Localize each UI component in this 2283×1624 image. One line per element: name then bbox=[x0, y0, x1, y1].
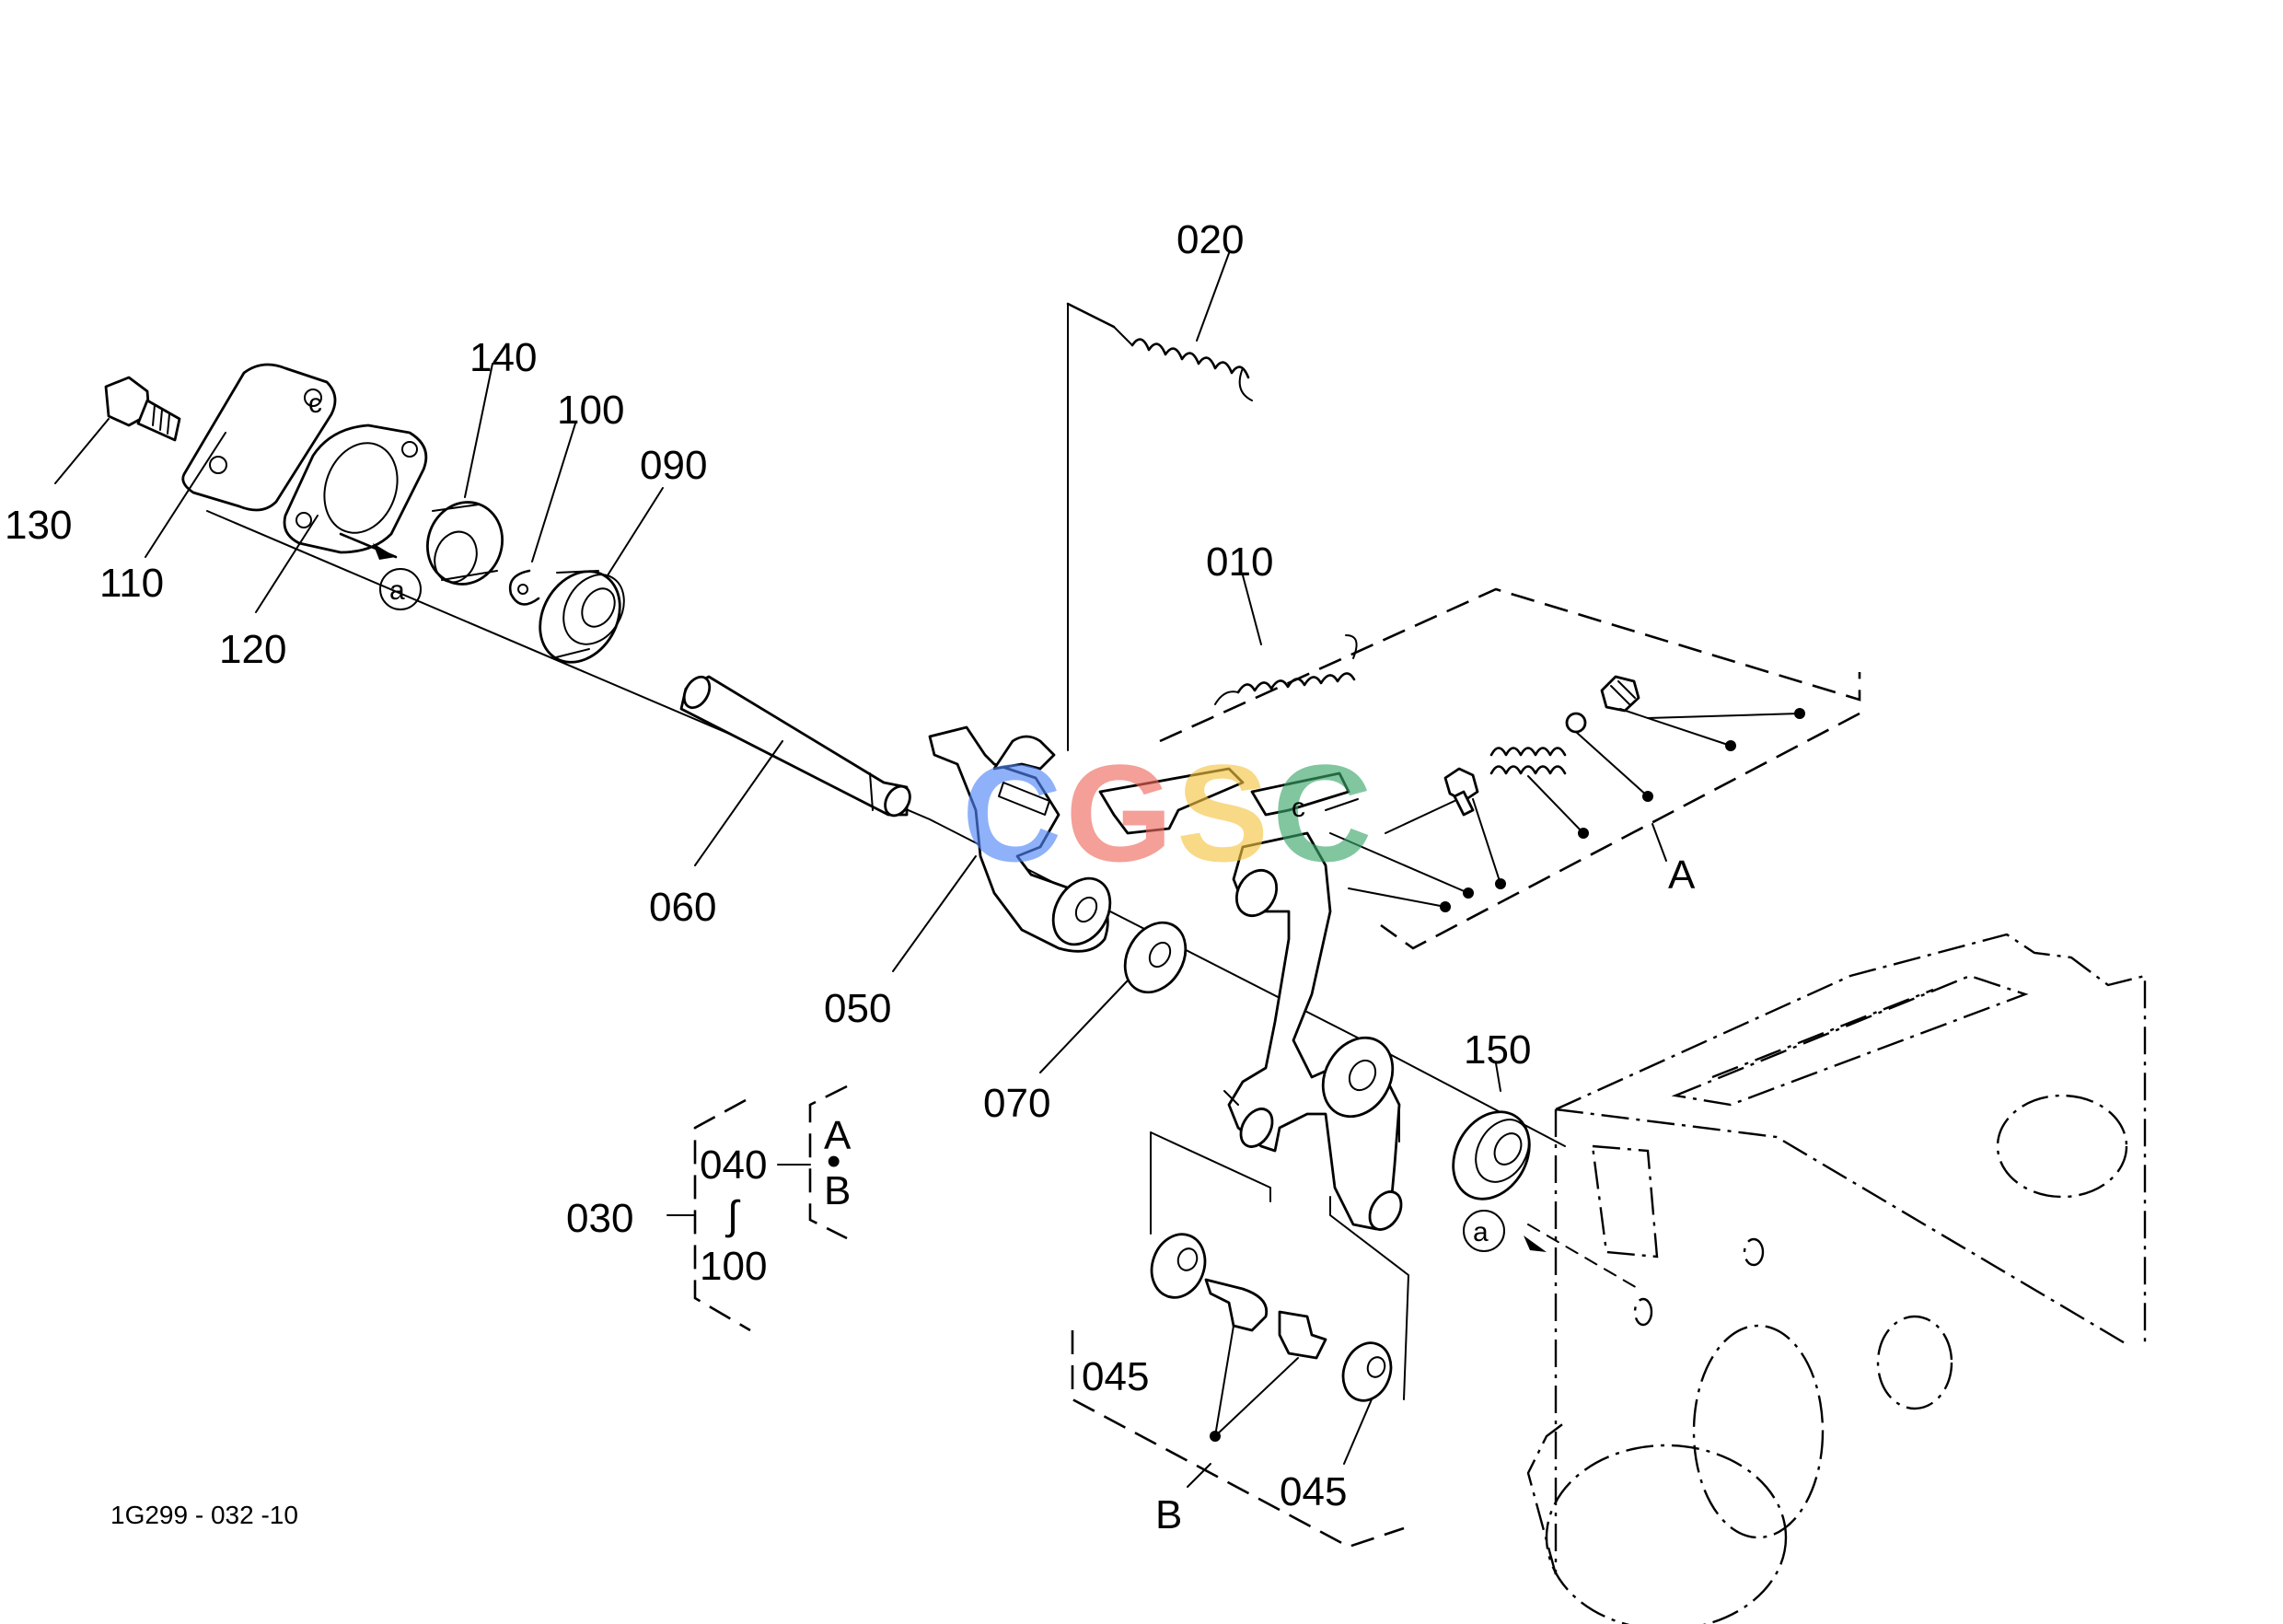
callout-130: 130 bbox=[5, 503, 72, 548]
callout-120: 120 bbox=[219, 627, 286, 672]
callout-labels: 020 140 100 090 130 110 120 010 060 050 … bbox=[5, 217, 1696, 1537]
oil-seal-140 bbox=[425, 501, 504, 586]
watermark-letter: C bbox=[962, 736, 1065, 890]
callout-090: 090 bbox=[640, 443, 707, 488]
lever-050 bbox=[928, 725, 1112, 953]
callout-060: 060 bbox=[649, 885, 716, 930]
range-bracket bbox=[666, 1085, 848, 1332]
range-separator: • bbox=[827, 1139, 840, 1184]
washer-070 bbox=[1123, 921, 1188, 994]
reference-mark-a-upper: a bbox=[379, 568, 422, 610]
bolt-130 bbox=[104, 376, 181, 442]
watermark-logo: CGSC bbox=[962, 736, 1375, 890]
part-mark-c-bracket: c bbox=[1292, 793, 1305, 823]
callout-100-range: 100 bbox=[700, 1244, 767, 1289]
callout-045-right: 045 bbox=[1280, 1469, 1347, 1514]
group-b-boundary bbox=[1067, 303, 1409, 1549]
circlip-100 bbox=[508, 569, 540, 606]
bearing-090 bbox=[539, 570, 625, 664]
callout-100: 100 bbox=[557, 388, 624, 433]
shaft-060 bbox=[679, 675, 911, 818]
watermark-letter: G bbox=[1065, 736, 1176, 890]
callout-110: 110 bbox=[99, 561, 164, 606]
assembly-axis bbox=[206, 510, 1640, 1290]
callout-050: 050 bbox=[824, 986, 891, 1031]
range-tilde: ∫ bbox=[724, 1193, 741, 1238]
group-b-parts bbox=[1150, 1233, 1393, 1402]
range-label-a: A bbox=[824, 1113, 852, 1158]
engine-block bbox=[1526, 933, 2147, 1624]
reference-mark-a-lower-text: a bbox=[1473, 1217, 1489, 1247]
group-a-boundary bbox=[1159, 587, 1861, 950]
part-mark-c-cover: c bbox=[308, 389, 322, 419]
callout-030: 030 bbox=[566, 1196, 633, 1241]
watermark-text: CGSC bbox=[962, 736, 1375, 890]
callout-020: 020 bbox=[1176, 217, 1244, 262]
callout-140: 140 bbox=[469, 335, 537, 380]
spring-020 bbox=[1066, 302, 1253, 401]
callout-150: 150 bbox=[1464, 1027, 1531, 1073]
reference-mark-a-upper-text: a bbox=[389, 575, 405, 606]
watermark-letter: C bbox=[1272, 736, 1375, 890]
group-label-b: B bbox=[1155, 1492, 1182, 1537]
diagram-code: 1G299 - 032 -10 bbox=[110, 1501, 298, 1529]
range-label-b: B bbox=[824, 1168, 851, 1213]
callout-010: 010 bbox=[1206, 539, 1273, 585]
reference-mark-a-lower: a bbox=[1463, 1210, 1505, 1252]
callout-040: 040 bbox=[700, 1143, 767, 1188]
gasket-120 bbox=[283, 423, 428, 560]
callout-045-left: 045 bbox=[1082, 1354, 1149, 1399]
bearing-150 bbox=[1452, 1110, 1531, 1201]
leader-lines bbox=[54, 252, 1805, 1488]
governor-arm-assembly bbox=[1098, 767, 1403, 1231]
watermark-letter: S bbox=[1176, 736, 1272, 890]
callout-070: 070 bbox=[983, 1081, 1050, 1126]
group-a-parts bbox=[1443, 675, 1640, 817]
group-label-a: A bbox=[1668, 853, 1696, 898]
spring-010 bbox=[1214, 634, 1358, 705]
